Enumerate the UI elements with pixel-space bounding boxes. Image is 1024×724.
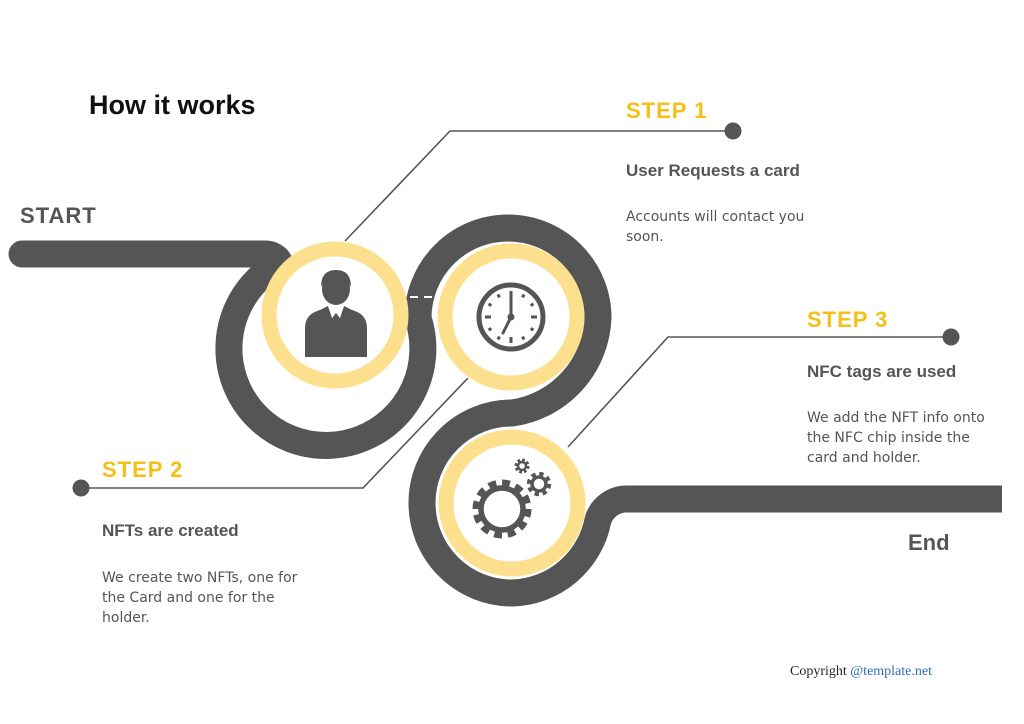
- step2-description: We create two NFTs, one for the Card and…: [102, 570, 298, 626]
- step3-label: STEP 3: [807, 307, 889, 332]
- page-title: How it works: [89, 90, 256, 120]
- copyright-notice: Copyright @template.net: [790, 664, 932, 680]
- step1-marker: [724, 122, 742, 140]
- step3-description: We add the NFT info onto the NFC chip in…: [807, 410, 985, 466]
- step1-connector: [344, 130, 732, 242]
- connector-lines: [80, 130, 950, 489]
- user-icon: [305, 270, 367, 357]
- step1-label: STEP 1: [626, 98, 708, 123]
- step2-connector: [80, 377, 469, 489]
- step3-heading: NFC tags are used: [807, 362, 957, 381]
- road-segment-start: [8, 214, 642, 607]
- step1-description: Accounts will contact you soon.: [626, 209, 805, 245]
- clock-disc: [437, 243, 585, 391]
- copyright-link[interactable]: @template.net: [850, 664, 932, 679]
- user-disc: [261, 241, 409, 389]
- step2-heading: NFTs are created: [102, 521, 239, 540]
- gears-disc: [438, 429, 586, 577]
- start-label: START: [20, 203, 97, 228]
- step3-marker: [942, 328, 960, 346]
- copyright-prefix: Copyright: [790, 664, 847, 679]
- gears-icon: [472, 458, 552, 539]
- step2-marker: [72, 479, 90, 497]
- clock-icon: [476, 282, 546, 352]
- step3-connector: [567, 336, 950, 448]
- step2-label: STEP 2: [102, 457, 184, 482]
- road-track: [8, 214, 1002, 607]
- end-label: End: [908, 530, 950, 555]
- step1-heading: User Requests a card: [626, 161, 800, 180]
